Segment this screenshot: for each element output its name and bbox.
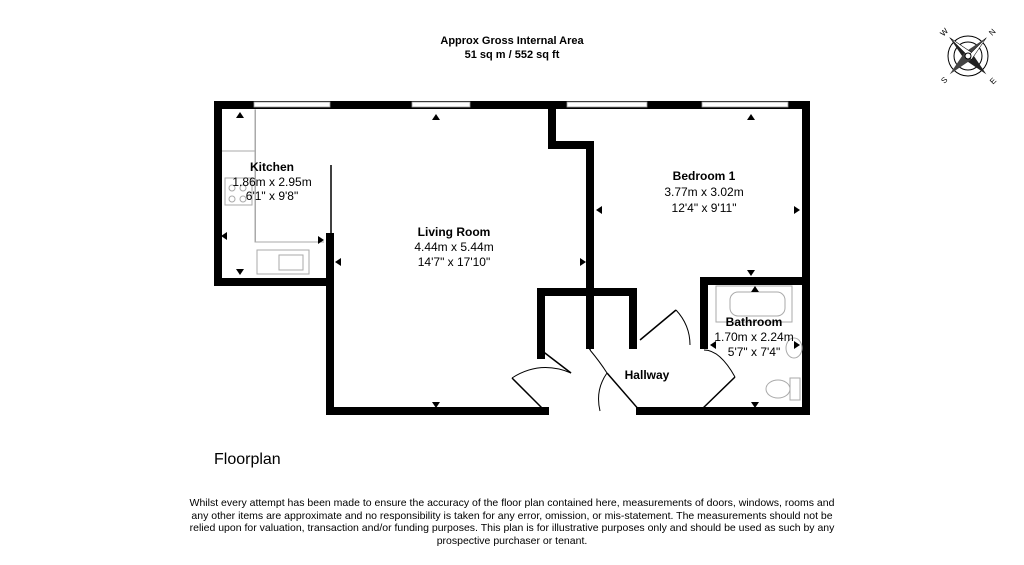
toilet-icon — [765, 379, 791, 399]
room-metric: 1.70m x 2.24m — [714, 330, 793, 344]
room-bedroom-1: Bedroom 1 3.77m x 3.02m 12'4" x 9'11" — [664, 169, 743, 215]
room-imperial: 14'7" x 17'10" — [418, 255, 491, 269]
compass-s: E — [988, 76, 998, 86]
walls — [214, 101, 810, 415]
area-title: Approx Gross Internal Area 51 sq m / 552… — [0, 34, 1024, 62]
kitchen-fixtures — [222, 109, 324, 275]
compass-n: W — [938, 26, 950, 38]
room-living-room: Living Room 4.44m x 5.44m 14'7" x 17'10" — [414, 225, 493, 269]
room-imperial: 12'4" x 9'11" — [672, 201, 737, 215]
area-title-line2: 51 sq m / 552 sq ft — [464, 49, 560, 61]
room-name: Bedroom 1 — [673, 169, 736, 183]
room-bathroom: Bathroom 1.70m x 2.24m 5'7" x 7'4" — [714, 315, 793, 359]
room-metric: 1.86m x 2.95m — [232, 175, 311, 189]
compass-e: N — [987, 27, 998, 38]
room-hallway: Hallway — [625, 368, 670, 382]
disclaimer-text: Whilst every attempt has been made to en… — [189, 497, 835, 547]
room-imperial: 6'1" x 9'8" — [246, 189, 298, 203]
room-imperial: 5'7" x 7'4" — [728, 345, 780, 359]
compass-w: S — [939, 75, 949, 85]
room-name: Bathroom — [726, 315, 783, 329]
room-metric: 3.77m x 3.02m — [664, 185, 743, 199]
windows — [253, 101, 789, 108]
room-name: Kitchen — [250, 160, 294, 174]
dimension-arrows — [221, 112, 800, 408]
room-name: Hallway — [625, 368, 670, 382]
compass-rose-icon: W N E S — [938, 26, 998, 86]
area-title-line1: Approx Gross Internal Area — [440, 35, 584, 47]
room-name: Living Room — [418, 225, 491, 239]
doors — [511, 309, 736, 412]
room-kitchen: Kitchen 1.86m x 2.95m 6'1" x 9'8" — [232, 160, 311, 203]
room-metric: 4.44m x 5.44m — [414, 240, 493, 254]
floor-label: Floorplan — [214, 451, 281, 468]
